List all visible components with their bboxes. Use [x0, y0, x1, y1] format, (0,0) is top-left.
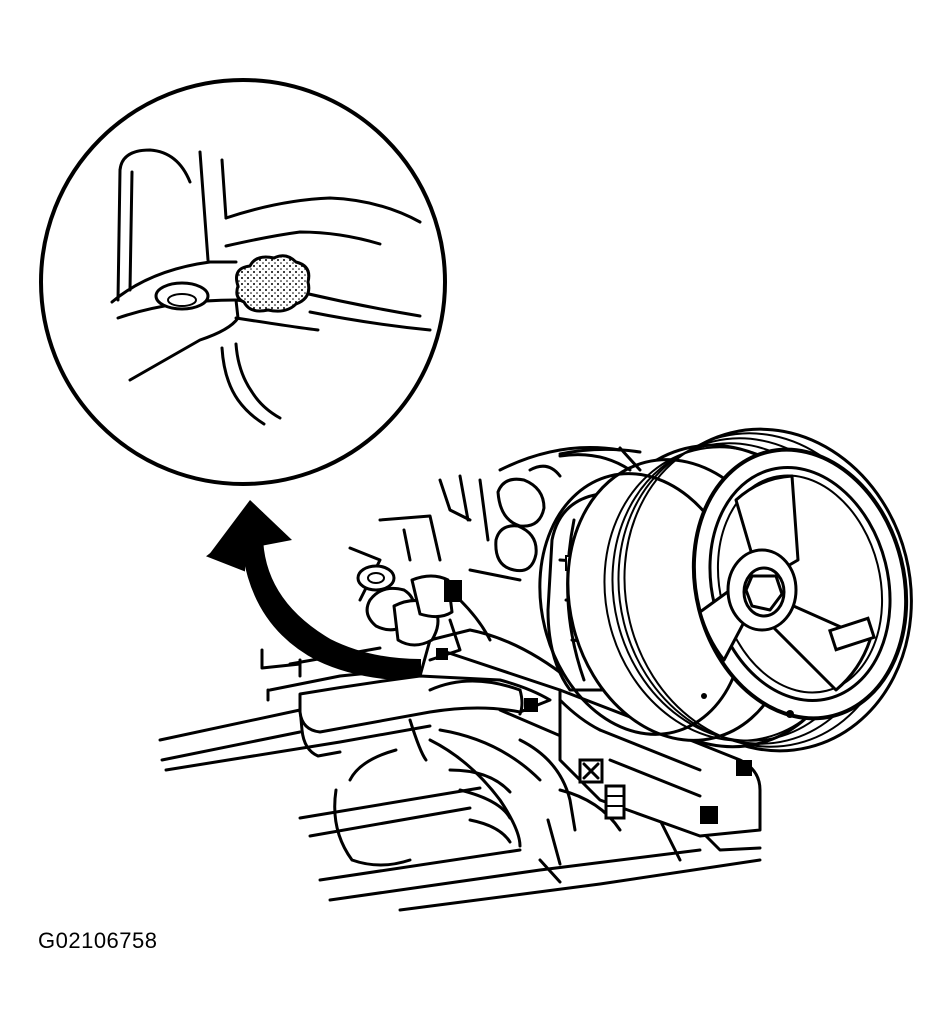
engine-assembly — [158, 427, 913, 912]
figure-code: G02106758 — [38, 928, 158, 953]
engine-mount-beam — [298, 628, 572, 742]
hose — [558, 446, 642, 472]
detail-view — [110, 148, 432, 426]
crankcase — [333, 718, 762, 867]
bolt-icon — [524, 698, 538, 712]
crankshaft-pulley — [538, 427, 913, 753]
bolt-icon — [604, 784, 626, 820]
fittings — [348, 474, 522, 662]
block-ports — [494, 446, 642, 573]
detail-callout — [39, 78, 447, 486]
bolt-icon — [578, 758, 604, 784]
accessory-bracket — [524, 688, 762, 838]
bolt-icon — [700, 806, 718, 824]
bolt-icon — [736, 760, 752, 776]
